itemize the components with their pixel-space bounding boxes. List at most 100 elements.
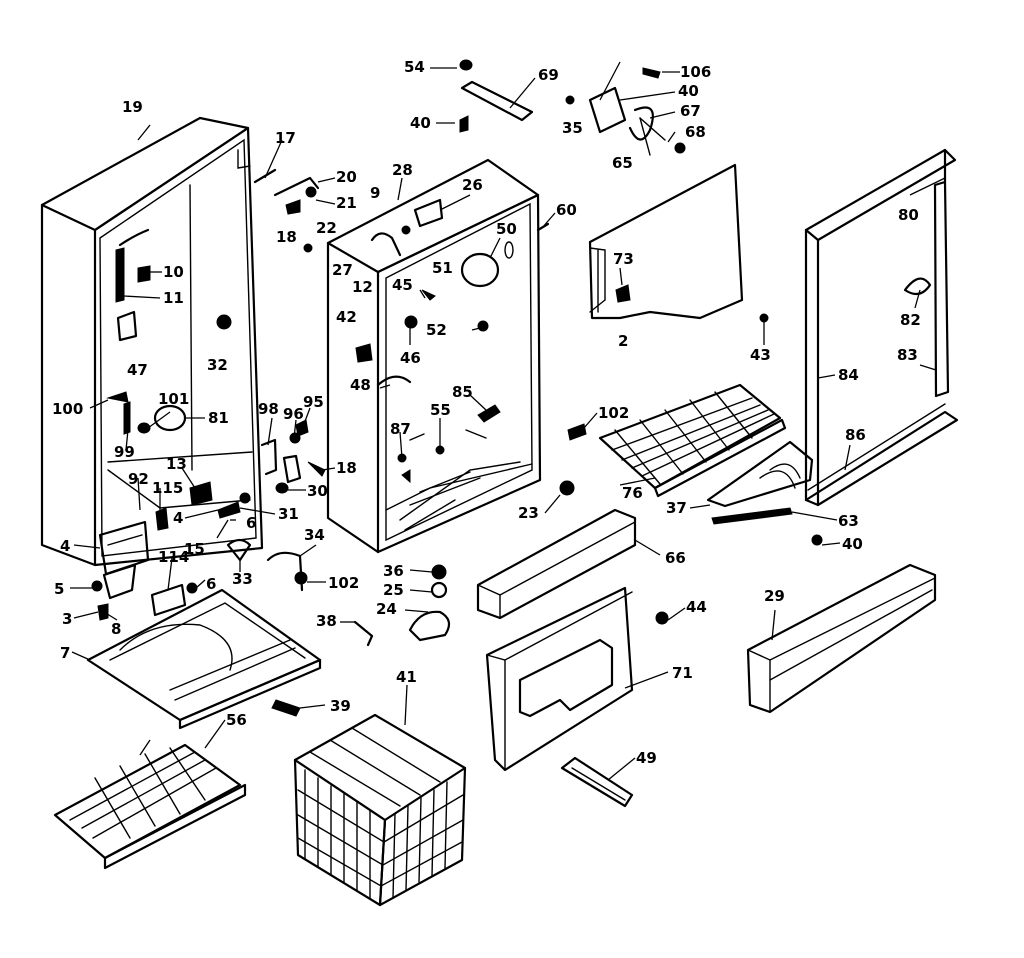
label-39: 39 [330,697,351,715]
label-18: 18 [336,459,357,477]
label-102: 102 [598,404,629,422]
label-80: 80 [898,206,919,224]
label-92: 92 [128,470,149,488]
crisper-cover-66 [476,508,637,620]
label-22: 22 [316,219,337,237]
label-38: 38 [316,612,337,630]
label-13: 13 [166,455,187,473]
fan-assembly [565,67,686,156]
label-60: 60 [556,201,577,219]
label-8: 8 [111,620,121,638]
shelf-56 [53,743,247,870]
label-18: 18 [276,228,297,246]
label-85: 85 [452,383,473,401]
label-27: 27 [332,261,353,279]
label-101: 101 [158,390,189,408]
label-46: 46 [400,349,421,367]
label-47: 47 [127,361,148,379]
label-114: 114 [158,548,189,566]
label-6: 6 [206,575,216,593]
label-37: 37 [666,499,687,517]
label-24: 24 [376,600,397,618]
label-32: 32 [207,356,228,374]
label-49: 49 [636,749,657,767]
label-86: 86 [845,426,866,444]
label-35: 35 [562,119,583,137]
small-hardware [91,168,932,717]
door-panel [588,163,744,320]
door-shelf-29 [746,563,937,714]
label-51: 51 [432,259,453,277]
label-23: 23 [518,504,539,522]
label-71: 71 [672,664,693,682]
label-11: 11 [163,289,184,307]
label-102: 102 [328,574,359,592]
label-40: 40 [410,114,431,132]
label-115: 115 [152,479,183,497]
label-99: 99 [114,443,135,461]
shelf-rack-76 [598,383,787,498]
label-44: 44 [686,598,707,616]
label-52: 52 [426,321,447,339]
label-96: 96 [283,405,304,423]
label-45: 45 [392,276,413,294]
bracket-37 [706,440,814,508]
label-12: 12 [352,278,373,296]
outer-cabinet [40,116,264,567]
crisper-pan-71 [485,586,634,772]
label-67: 67 [680,102,701,120]
label-69: 69 [538,66,559,84]
leader-lines [70,61,946,781]
label-26: 26 [462,176,483,194]
label-4: 4 [173,509,183,527]
label-50: 50 [496,220,517,238]
bar-49 [560,756,634,808]
label-41: 41 [396,668,417,686]
label-83: 83 [897,346,918,364]
basket-41 [293,713,467,907]
label-30: 30 [307,482,328,500]
label-95: 95 [303,393,324,411]
label-65: 65 [612,154,633,172]
label-63: 63 [838,512,859,530]
label-17: 17 [275,129,296,147]
label-7: 7 [60,644,70,662]
label-2: 2 [618,332,628,350]
drain-pan-7 [86,588,322,730]
label-40: 40 [678,82,699,100]
label-9: 9 [370,184,380,202]
label-31: 31 [278,505,299,523]
inner-liner [326,158,542,554]
rail-63 [711,507,793,525]
label-6: 6 [246,514,256,532]
label-21: 21 [336,194,357,212]
label-73: 73 [613,250,634,268]
label-68: 68 [685,123,706,141]
label-87: 87 [390,420,411,438]
label-5: 5 [54,580,64,598]
label-25: 25 [383,581,404,599]
handle-69 [459,59,534,133]
label-56: 56 [226,711,247,729]
label-82: 82 [900,311,921,329]
label-84: 84 [838,366,859,384]
label-66: 66 [665,549,686,567]
label-33: 33 [232,570,253,588]
label-28: 28 [392,161,413,179]
callout-labels: 54 69 40 106 40 35 67 68 65 19 17 20 21 … [52,58,921,767]
label-55: 55 [430,401,451,419]
label-42: 42 [336,308,357,326]
label-48: 48 [350,376,371,394]
label-4: 4 [60,537,70,555]
label-34: 34 [304,526,325,544]
label-20: 20 [336,168,357,186]
label-40: 40 [842,535,863,553]
label-54: 54 [404,58,425,76]
label-100: 100 [52,400,83,418]
label-98: 98 [258,400,279,418]
label-29: 29 [764,587,785,605]
label-81: 81 [208,409,229,427]
label-19: 19 [122,98,143,116]
